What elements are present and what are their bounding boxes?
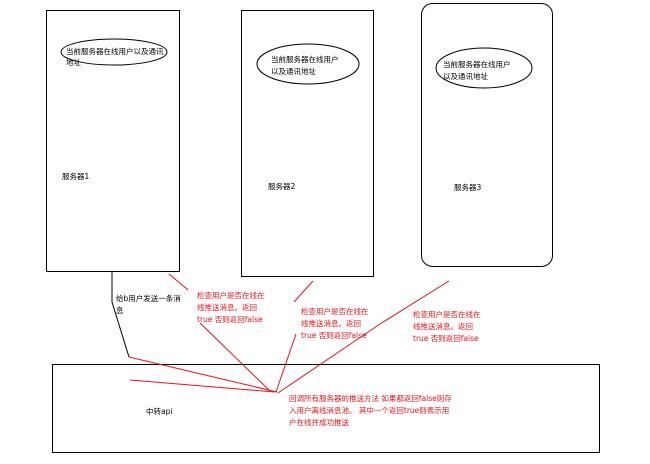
server-3-box — [421, 3, 553, 267]
check-2-line2: 线推送消息。返回 — [301, 319, 361, 328]
send-message-line1: 给b用户发送一条消 — [116, 294, 181, 303]
server-1-box — [46, 10, 180, 272]
relay-api-label: 中转api — [146, 407, 173, 416]
check-3-line2: 线推送消息。返回 — [413, 322, 473, 331]
send-message-line2: 息 — [116, 306, 124, 315]
server-2-box — [241, 10, 374, 277]
send-connector — [111, 272, 130, 358]
check-2-line3: true 否则返回false — [301, 331, 367, 340]
server-3-label: 服务器3 — [454, 183, 482, 192]
check-1-line1: 检查用户是否在线在 — [197, 291, 265, 300]
server-2-bubble-line2: 以及通讯地址 — [271, 67, 316, 76]
check-1-line3: true 否则返回false — [197, 315, 263, 324]
server-3-bubble-line2: 以及通讯地址 — [443, 72, 488, 81]
relay-api-box — [52, 364, 600, 453]
server-3-bubble-line1: 当前服务器在线用户 — [443, 60, 511, 69]
callback-line1: 回调所有服务器的推送方法 如果都返回false则存 — [289, 394, 452, 403]
server-1-bubble-text: 当前服务器在线用户以及通讯地址 — [66, 47, 164, 67]
server-2-bubble-line1: 当前服务器在线用户 — [271, 55, 339, 64]
server-1-label: 服务器1 — [62, 172, 90, 181]
red-connectors — [128, 273, 450, 394]
check-1-line2: 线推送消息。返回 — [197, 303, 257, 312]
server-2-label: 服务器2 — [268, 182, 296, 191]
check-3-line1: 检查用户是否在线在 — [413, 310, 481, 319]
server-1-bubble — [60, 38, 168, 66]
check-3-line3: true 否则返回false — [413, 334, 479, 343]
check-2-line1: 检查用户是否在线在 — [301, 307, 369, 316]
server-3-bubble — [435, 47, 533, 89]
server-2-bubble — [256, 43, 360, 85]
callback-line3: 户在线并成功推送 — [289, 418, 349, 427]
callback-line2: 入用户离线消息池。 其中一个返回true则表示用 — [289, 406, 450, 415]
